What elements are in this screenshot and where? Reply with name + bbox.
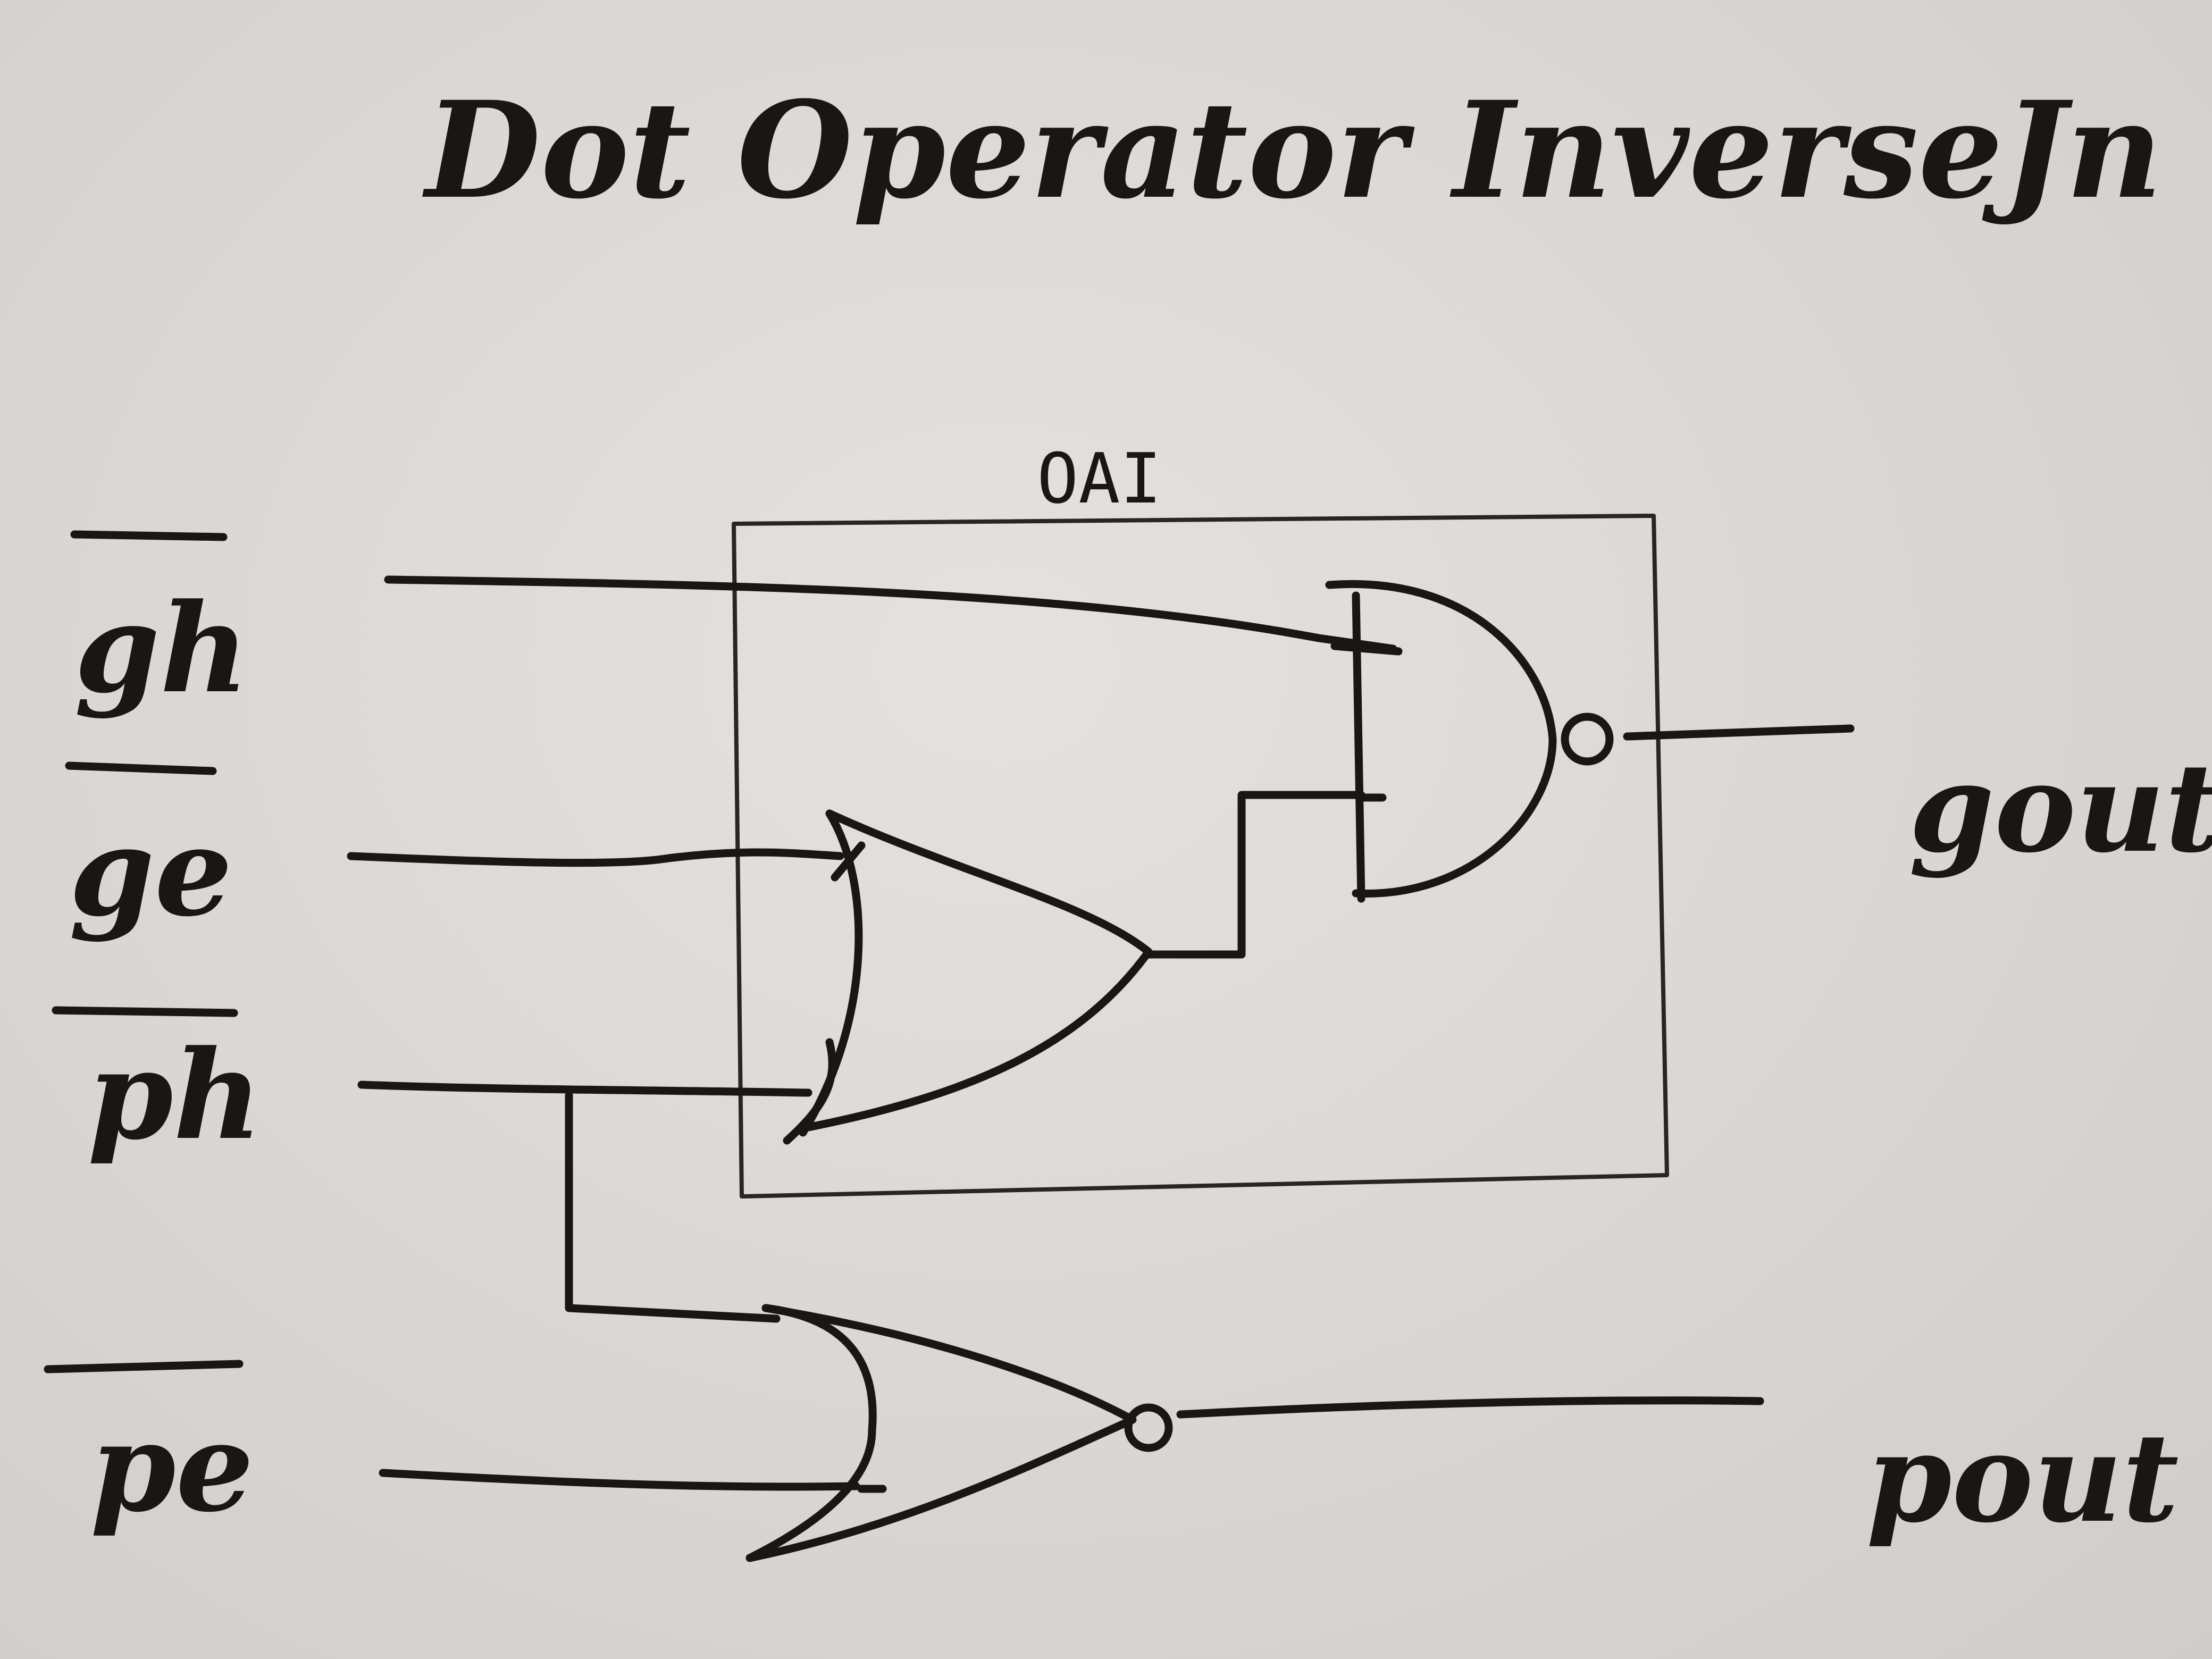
pout-label: pout [1866,1406,2179,1550]
ph-branch-wire [565,1091,781,1323]
pe-overbar [44,1360,244,1373]
pout-wire [1176,1396,1764,1419]
gout-label: gout [1909,736,2212,880]
or-to-nand-wire [1144,791,1365,959]
oai-box-label: OAI [1037,438,1162,519]
gout-wire [1623,724,1855,741]
diagram-title: Dot Operator InverseJn [422,72,2163,228]
nor-gate [745,1304,1137,1562]
ph-overbar [52,1006,238,1017]
gh-wire [384,575,1397,653]
oai-box [732,514,1669,1199]
ge-overbar [65,761,217,775]
ge-label: ge [69,800,232,944]
nand-gate [1325,580,1557,903]
ge-wire [347,848,844,867]
nand-inversion-bubble [1561,713,1614,766]
nor-inversion-bubble [1124,1403,1173,1452]
pe-wire [379,1469,860,1491]
ph-label: ph [88,1024,262,1167]
pe-label: pe [90,1396,254,1539]
gh-label: gh [74,577,249,720]
or-gate [783,809,1153,1145]
gh-overbar [70,530,228,541]
ph-wire [357,1080,812,1097]
